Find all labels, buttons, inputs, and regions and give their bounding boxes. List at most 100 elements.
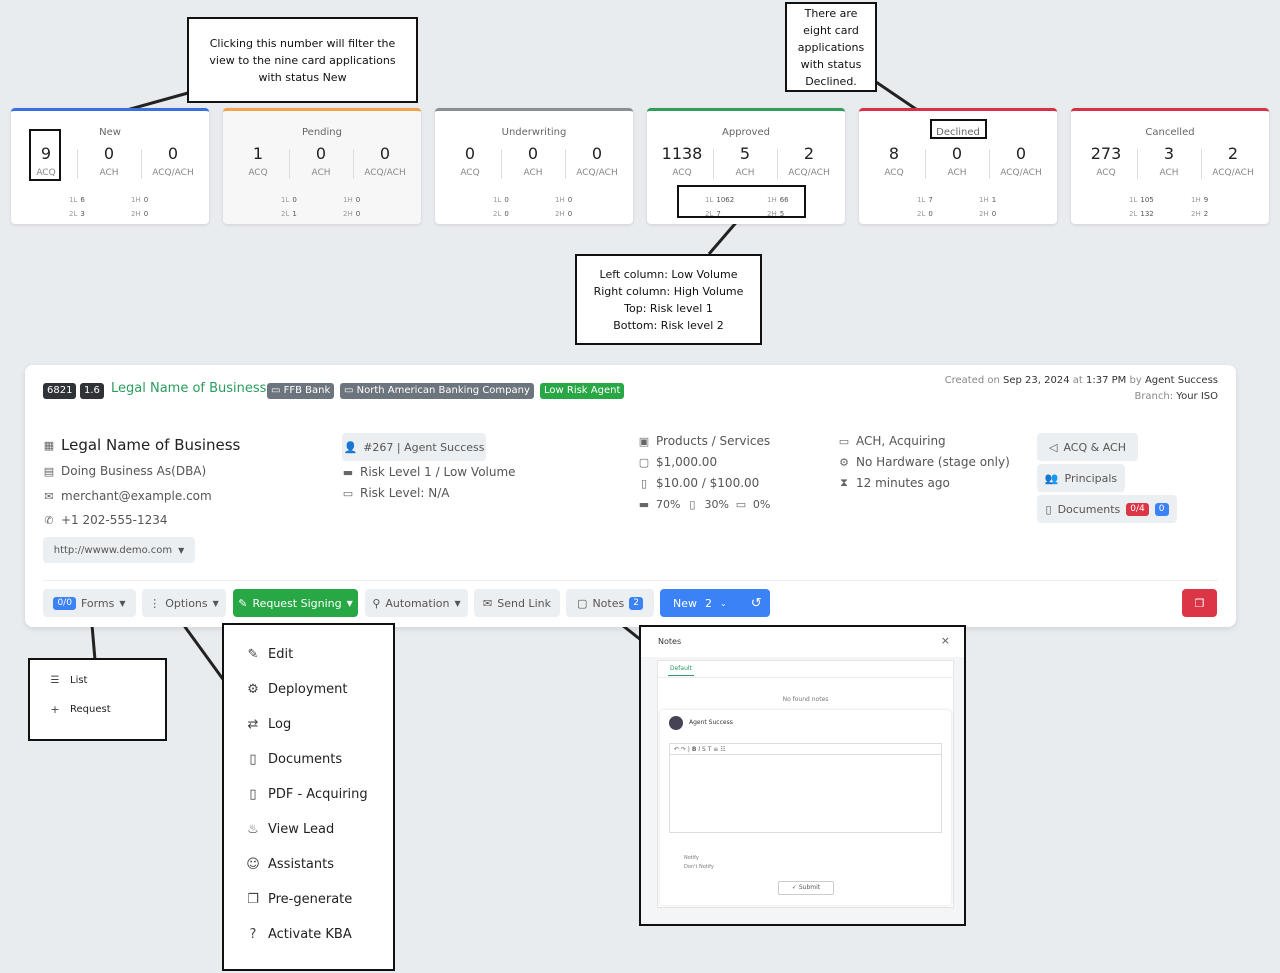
status-count[interactable]: 0	[527, 144, 539, 163]
forms-menu-list[interactable]: ☰List	[48, 675, 88, 686]
status-count[interactable]: 273	[1090, 144, 1122, 163]
status-count[interactable]: 0	[591, 144, 603, 163]
status-count[interactable]: 2	[1227, 144, 1239, 163]
risk-volume-value: 0	[567, 210, 573, 218]
risk-volume-tag: 1H	[1191, 196, 1201, 204]
divider	[289, 149, 290, 179]
copy-button[interactable]: ❐	[1182, 589, 1217, 617]
arrows-icon: ⇄	[247, 717, 259, 732]
risk-volume-value: 0	[143, 196, 149, 204]
status-card-title[interactable]: Cancelled	[1145, 127, 1195, 138]
options-menu-pregenerate[interactable]: ❐Pre-generate	[247, 892, 353, 907]
automation-button[interactable]: ⚲Automation▼	[365, 589, 468, 617]
options-menu-pdf[interactable]: ▯PDF - Acquiring	[246, 787, 367, 802]
lead-title[interactable]: Legal Name of Business	[111, 381, 267, 396]
note-textarea[interactable]	[669, 755, 942, 833]
submit-button[interactable]: ✓ Submit	[778, 881, 834, 895]
editor-toolbar[interactable]: ↶ ↷ | B I S T ≡ ☷	[669, 743, 942, 755]
status-count[interactable]: 0	[951, 144, 963, 163]
status-count-label: ACH	[947, 168, 967, 178]
principals-button[interactable]: 👥Principals	[1037, 464, 1125, 492]
status-card-title[interactable]: Pending	[302, 127, 342, 138]
documents-button[interactable]: ▯Documents 0/4 0	[1037, 495, 1177, 523]
forms-button[interactable]: 0/0 Forms▼	[43, 589, 136, 617]
request-signing-button[interactable]: ✎Request Signing▼	[233, 589, 358, 617]
divider	[1201, 149, 1202, 179]
status-count[interactable]: 5	[739, 144, 751, 163]
options-menu-activate-kba[interactable]: ?Activate KBA	[246, 927, 352, 942]
acq-ach-button[interactable]: ◁ACQ & ACH	[1037, 433, 1138, 461]
status-count[interactable]: 8	[888, 144, 900, 163]
status-count[interactable]: 1	[252, 144, 264, 163]
risk-volume-tag: 1H	[131, 196, 141, 204]
status-count[interactable]: 0	[1015, 144, 1027, 163]
options-menu-view-lead[interactable]: ♨View Lead	[247, 822, 335, 837]
website-dropdown[interactable]: http://wwww.demo.com▼	[43, 537, 195, 563]
status-count[interactable]: 2	[803, 144, 815, 163]
status-card-title[interactable]: Declined	[936, 127, 980, 138]
status-count[interactable]: 1138	[661, 144, 703, 163]
send-link-button[interactable]: ✉Send Link	[474, 589, 560, 617]
agent-button[interactable]: 👤#267 | Agent Success	[342, 433, 486, 461]
lead-id-badge: 6821	[43, 383, 77, 399]
notes-button[interactable]: ▢Notes 2	[566, 589, 654, 617]
options-menu: ✎Edit ⚙Deployment ⇄Log ▯Documents ▯PDF -…	[222, 623, 395, 971]
phone[interactable]: ✆+1 202-555-1234	[44, 513, 168, 527]
close-icon[interactable]: ×	[940, 634, 950, 647]
forms-menu-request[interactable]: +Request	[48, 703, 110, 716]
risk-volume-tag: 2H	[979, 210, 989, 218]
status-card-title[interactable]: Approved	[722, 127, 770, 138]
status-count[interactable]: 0	[379, 144, 391, 163]
gear-icon: ⚙	[247, 682, 259, 697]
status-count[interactable]: 0	[167, 144, 179, 163]
status-dropdown[interactable]: New 2 ⌄ ↺	[660, 589, 770, 617]
options-menu-log[interactable]: ⇄Log	[247, 717, 292, 732]
status-card-title[interactable]: New	[99, 127, 121, 138]
risk-volume-tag: 1H	[979, 196, 989, 204]
options-button[interactable]: ⋮Options▼	[142, 589, 226, 617]
options-menu-documents[interactable]: ▯Documents	[246, 752, 342, 767]
notify-option[interactable]: Notify	[684, 855, 699, 861]
status-count[interactable]: 3	[1163, 144, 1175, 163]
tab-default[interactable]: Default	[668, 665, 694, 676]
status-count[interactable]: 0	[464, 144, 476, 163]
dont-notify-option[interactable]: Don't Notify	[684, 864, 714, 870]
status-count[interactable]: 0	[103, 144, 115, 163]
email[interactable]: ✉merchant@example.com	[44, 489, 212, 503]
status-count[interactable]: 9	[40, 144, 52, 163]
status-count[interactable]: 0	[315, 144, 327, 163]
options-menu-edit[interactable]: ✎Edit	[247, 647, 294, 662]
status-card-title[interactable]: Underwriting	[501, 127, 567, 138]
options-menu-deployment[interactable]: ⚙Deployment	[247, 682, 348, 697]
chevron-down-icon: ⌄	[720, 598, 727, 608]
options-menu-assistants[interactable]: ☺Assistants	[246, 857, 334, 872]
mobile-icon: ▯	[689, 498, 696, 511]
history-icon[interactable]: ↺	[750, 595, 762, 611]
